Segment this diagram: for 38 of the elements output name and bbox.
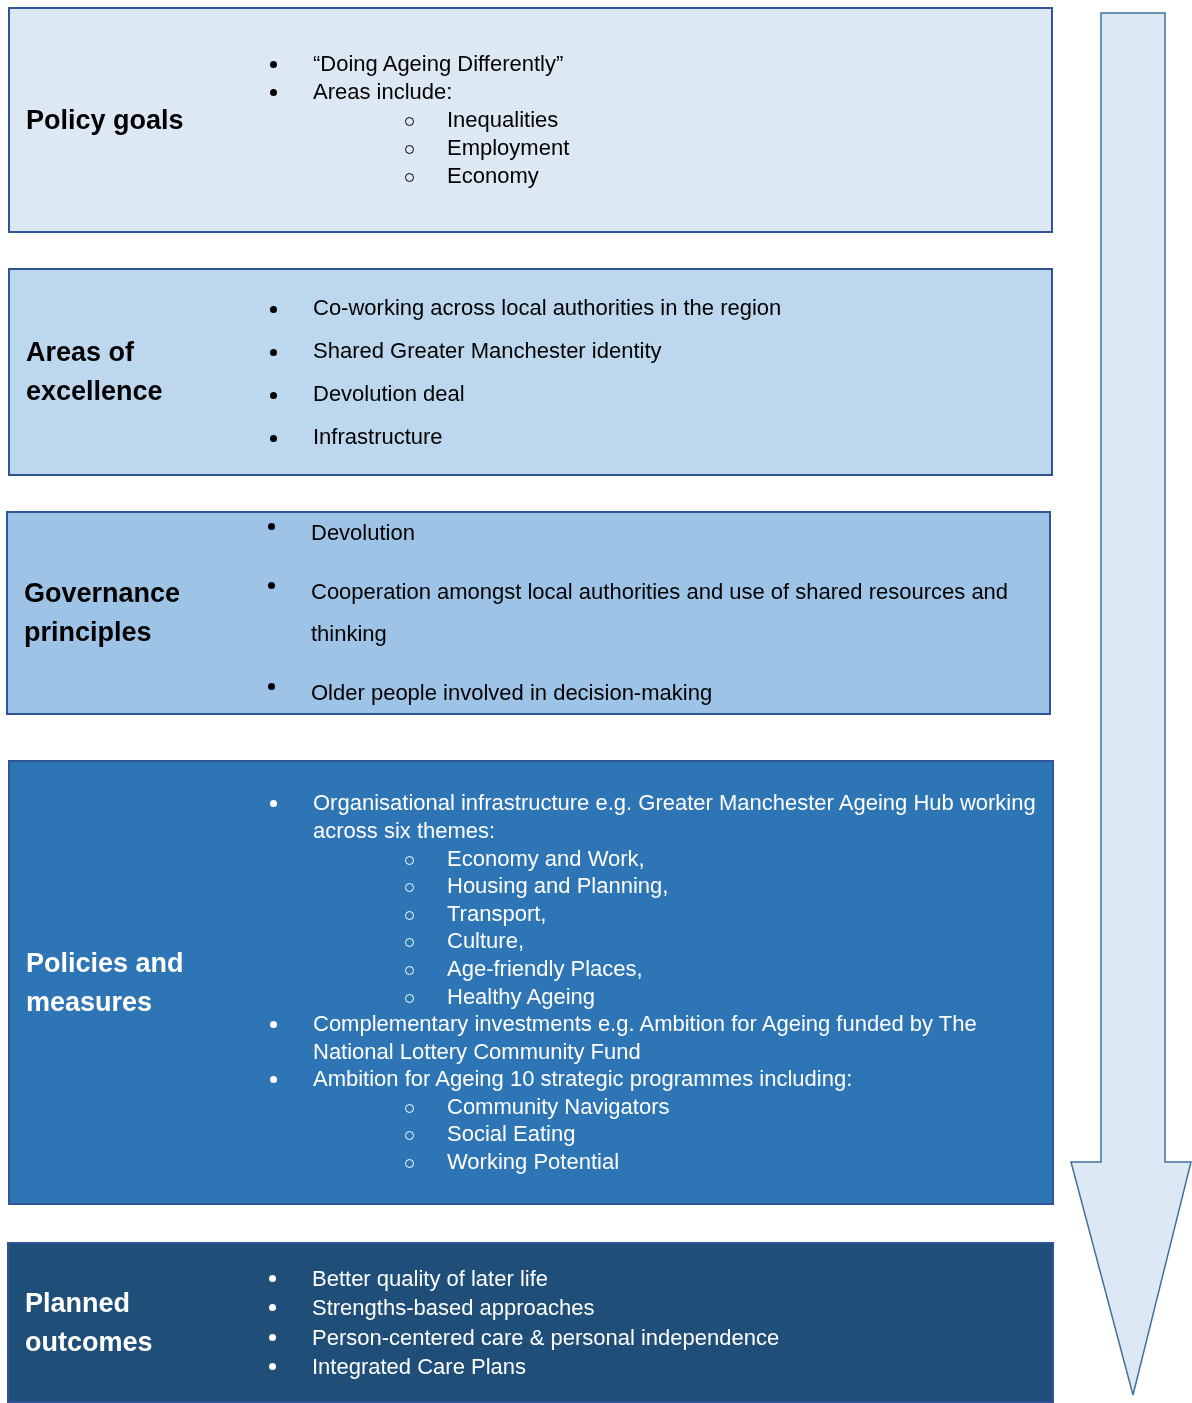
bullet-text: Older people involved in decision-making (311, 679, 713, 707)
stage-box (8, 268, 1053, 476)
bullet-text: Co-working across local authorities in the region (313, 294, 782, 321)
bullet-text: “Doing Ageing Differently” (313, 50, 564, 78)
bullet-text: Employment (447, 134, 570, 162)
bullet-text: Strengths-based approaches (312, 1294, 595, 1322)
bullet-text: Organisational infrastructure e.g. Greater Manchester Ageing Hub working across six themes: (313, 789, 1036, 845)
bullet-text: Shared Greater Manchester identity (313, 337, 662, 364)
box-heading: Areas of excellence (26, 336, 164, 408)
bullet-text: Ambition for Ageing 10 strategic programmes including: (313, 1065, 853, 1093)
stage-box (8, 7, 1053, 233)
stage-box (8, 760, 1054, 1205)
bullet-text: Integrated Care Plans (312, 1353, 527, 1381)
box-heading: Governance principles (24, 577, 182, 649)
bullet-text: Better quality of later life (312, 1264, 548, 1293)
bullet-text: Person-centered care & personal independence (312, 1323, 780, 1352)
bullet-text: Housing and Planning, (447, 872, 669, 900)
bullet-text: Economy and Work, (447, 844, 645, 873)
bullet-text: Cooperation amongst local authorities and use of shared resources and thinking (311, 578, 1010, 648)
bullet-text: Complementary investments e.g. Ambition for Ageing funded by The National Lottery Community Fund (313, 1010, 978, 1066)
box-heading: Policies and measures (26, 946, 185, 1019)
stage-box (7, 1242, 1054, 1403)
bullet-text: Transport, (447, 899, 547, 928)
bullet-text: Inequalities (447, 106, 559, 134)
bullet-text: Devolution deal (313, 380, 465, 407)
bullet-text: Economy (447, 162, 539, 190)
bullet-text: Community Navigators (447, 1092, 670, 1121)
bullet-text: Social Eating (447, 1120, 576, 1149)
bullet-text: Culture, (447, 927, 525, 955)
box-heading: Policy goals (26, 103, 185, 137)
bullet-text: Age-friendly Places, (447, 954, 643, 983)
stage-box (6, 511, 1051, 715)
bullet-text: Areas include: (313, 78, 453, 106)
bullet-text: Healthy Ageing (447, 982, 595, 1011)
bullet-text: Infrastructure (313, 423, 443, 450)
box-heading: Planned outcomes (25, 1286, 154, 1359)
bullet-text: Devolution (311, 519, 415, 547)
bullet-text: Working Potential (447, 1148, 619, 1176)
